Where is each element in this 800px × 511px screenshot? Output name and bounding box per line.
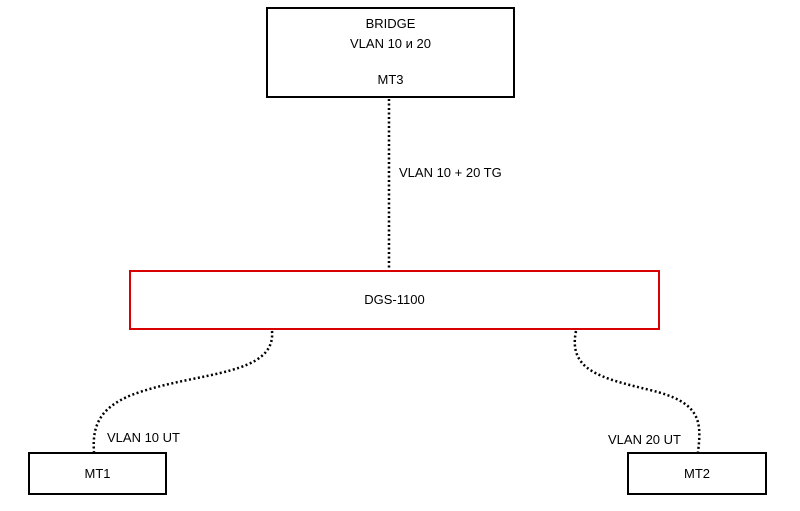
trunk-link-label: VLAN 10 + 20 TG: [399, 165, 502, 180]
bridge-device: MT3: [377, 72, 404, 87]
bridge-vlans: VLAN 10 и 20: [350, 36, 431, 51]
mt1-link: [92, 330, 274, 453]
switch-label: DGS-1100: [364, 292, 425, 307]
mt1-node: MT1: [28, 452, 167, 495]
bridge-node: BRIDGE VLAN 10 и 20 MT3: [266, 7, 515, 98]
mt2-label: MT2: [684, 465, 710, 481]
mt2-link-label: VLAN 20 UT: [608, 432, 681, 447]
switch-node: DGS-1100: [129, 270, 660, 330]
mt2-link: [573, 330, 701, 453]
mt1-label: MT1: [84, 465, 111, 481]
mt2-node: MT2: [627, 452, 767, 495]
bridge-spacer: [268, 54, 513, 70]
mt1-link-label: VLAN 10 UT: [107, 430, 180, 445]
bridge-title: BRIDGE: [365, 16, 416, 31]
